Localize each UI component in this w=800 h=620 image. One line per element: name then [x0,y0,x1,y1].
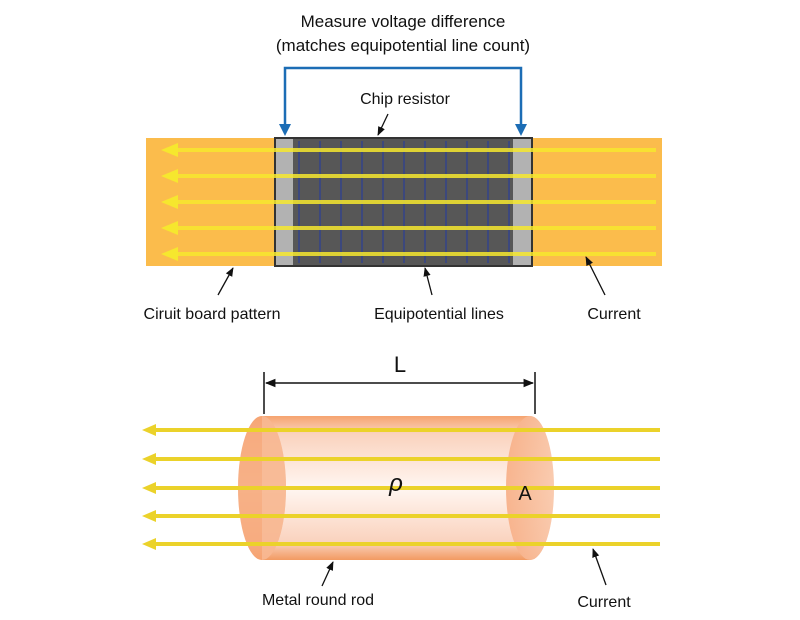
current-arrowhead [142,453,156,465]
current-arrowhead [161,195,178,209]
measure-wire [283,66,523,127]
equipotential-pointer [423,267,433,296]
probe-left-arrow [279,124,291,136]
board-pattern-label: Ciruit board pattern [144,306,281,323]
current-pointer-bottom [592,548,607,586]
area-label: A [518,483,532,505]
current-arrowhead [142,510,156,522]
board-pointer [217,267,234,296]
current-label-bottom: Current [577,594,631,611]
measure-title-line2: (matches equipotential line count) [276,36,530,55]
equipotential-lines-label: Equipotential lines [374,306,504,323]
current-lines-bottom [142,424,660,550]
current-arrowhead [161,169,178,183]
current-arrowhead [142,482,156,494]
chip-resistor-pointer [377,113,389,136]
current-arrowhead [161,247,178,261]
current-pointer-top [585,256,606,296]
measure-title-line1: Measure voltage difference [301,12,506,31]
length-label: L [394,352,406,377]
current-arrowhead [142,424,156,436]
probe-right-arrow [515,124,527,136]
current-label-top: Current [587,306,641,323]
rod-pointer [321,561,334,587]
current-arrowhead [142,538,156,550]
current-lines-top [161,143,656,261]
current-arrowhead [161,143,178,157]
resistivity-label: ρ [388,470,403,497]
chip-resistor-label: Chip resistor [360,91,450,108]
current-arrowhead [161,221,178,235]
rod-label: Metal round rod [262,592,374,609]
